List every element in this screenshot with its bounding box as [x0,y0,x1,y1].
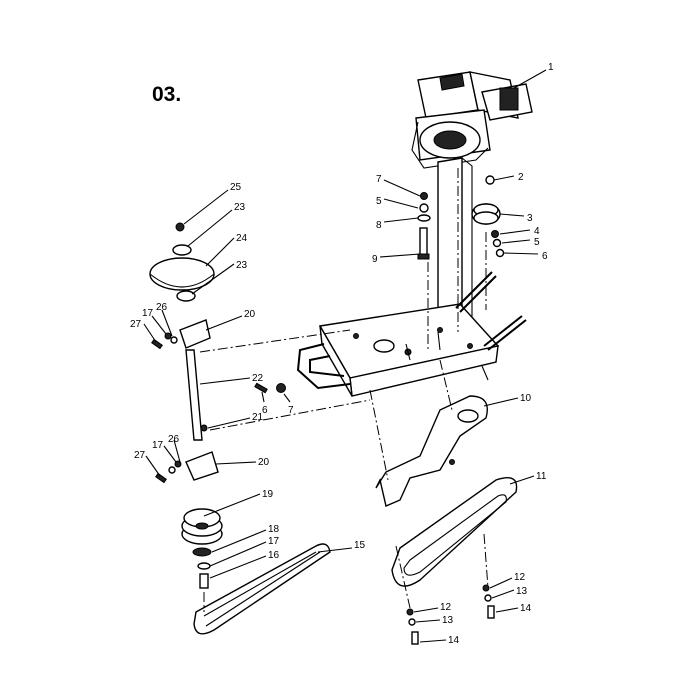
callout-labels: 1 2 3 4 5 6 7 5 8 9 25 23 24 23 20 17 26… [130,62,554,646]
guard-fasteners [406,584,495,645]
callout-label: 8 [376,220,382,231]
callout-label: 17 [142,308,154,319]
leader-lines [143,69,547,643]
callout-label: 26 [168,434,180,445]
callout-label: 3 [527,213,533,224]
callout-label: 17 [152,440,164,451]
callout-label: 14 [448,635,460,646]
callout-label: 6 [542,251,548,262]
callout-label: 18 [268,524,280,535]
callout-label: 23 [234,202,246,213]
callout-label: 10 [520,393,532,404]
callout-label: 5 [534,237,540,248]
callout-label: 13 [442,615,454,626]
left-assembly-drawing [149,222,286,589]
callout-label: 6 [262,405,268,416]
callout-label: 7 [288,405,294,416]
callout-label: 15 [354,540,366,551]
frame-drawing [296,271,527,397]
mount-fasteners [417,192,431,260]
callout-label: 21 [252,412,264,423]
alignment-lines [199,168,489,612]
callout-label: 12 [514,572,526,583]
callout-label: 20 [244,309,256,320]
callout-label: 2 [518,172,524,183]
callout-label: 5 [376,196,382,207]
tension-arm [375,395,488,507]
callout-label: 12 [440,602,452,613]
callout-label: 22 [252,373,264,384]
callout-label: 26 [156,302,168,313]
callout-label: 24 [236,233,248,244]
callout-label: 16 [268,550,280,561]
callout-label: 4 [534,226,540,237]
callout-label: 14 [520,603,532,614]
callout-label: 20 [258,457,270,468]
callout-label: 1 [548,62,554,73]
callout-label: 23 [236,260,248,271]
callout-label: 13 [516,586,528,597]
callout-label: 7 [376,174,382,185]
callout-label: 9 [372,254,378,265]
callout-label: 27 [134,450,146,461]
callout-label: 17 [268,536,280,547]
callout-label: 19 [262,489,274,500]
figure-number: 03. [152,83,181,106]
callout-label: 25 [230,182,242,193]
callout-label: 11 [536,471,547,482]
drive-pulley-group [471,175,505,258]
belt-guard [391,477,518,587]
engine-drawing [411,71,533,169]
callout-label: 27 [130,319,142,330]
